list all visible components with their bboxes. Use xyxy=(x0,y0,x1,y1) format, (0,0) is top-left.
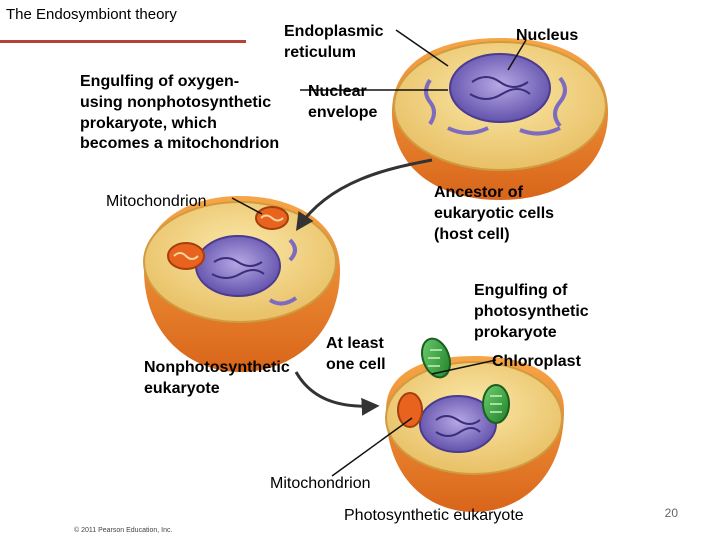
nonphotosynthetic-cell xyxy=(143,196,340,372)
label-at-least-one-cell: At least one cell xyxy=(326,335,386,373)
arrow-to-nonphotosynthetic xyxy=(296,158,433,231)
photosynthetic-cell xyxy=(385,356,564,512)
title-divider xyxy=(0,40,246,43)
label-nucleus: Nucleus xyxy=(516,27,579,44)
slide-title: The Endosymbiont theory xyxy=(6,6,177,23)
label-mitochondrion-bottom: Mitochondrion xyxy=(270,475,371,492)
label-mitochondrion-top: Mitochondrion xyxy=(106,193,207,210)
arrow-to-photosynthetic xyxy=(294,371,380,416)
label-nuclear-envelope: Nuclear envelope xyxy=(308,83,378,121)
page-number: 20 xyxy=(664,506,678,520)
label-engulfing-oxygen: Engulfing of oxygen- using nonphotosynth… xyxy=(80,73,280,153)
host-cell xyxy=(392,38,608,200)
label-photosynthetic-eukaryote: Photosynthetic eukaryote xyxy=(344,507,524,524)
er-folds xyxy=(424,78,436,126)
nucleus-shape xyxy=(449,53,551,123)
label-nonphotosynthetic-eukaryote: Nonphotosynthetic eukaryote xyxy=(144,359,290,397)
label-endoplasmic-reticulum: Endoplasmic reticulum xyxy=(284,23,384,61)
label-engulfing-photosynthetic: Engulfing of photosynthetic prokaryote xyxy=(474,282,589,341)
label-chloroplast: Chloroplast xyxy=(492,353,581,370)
copyright-notice: © 2011 Pearson Education, Inc. xyxy=(74,527,173,534)
leader-lines xyxy=(231,29,527,477)
label-ancestor: Ancestor of eukaryotic cells (host cell) xyxy=(434,184,555,243)
